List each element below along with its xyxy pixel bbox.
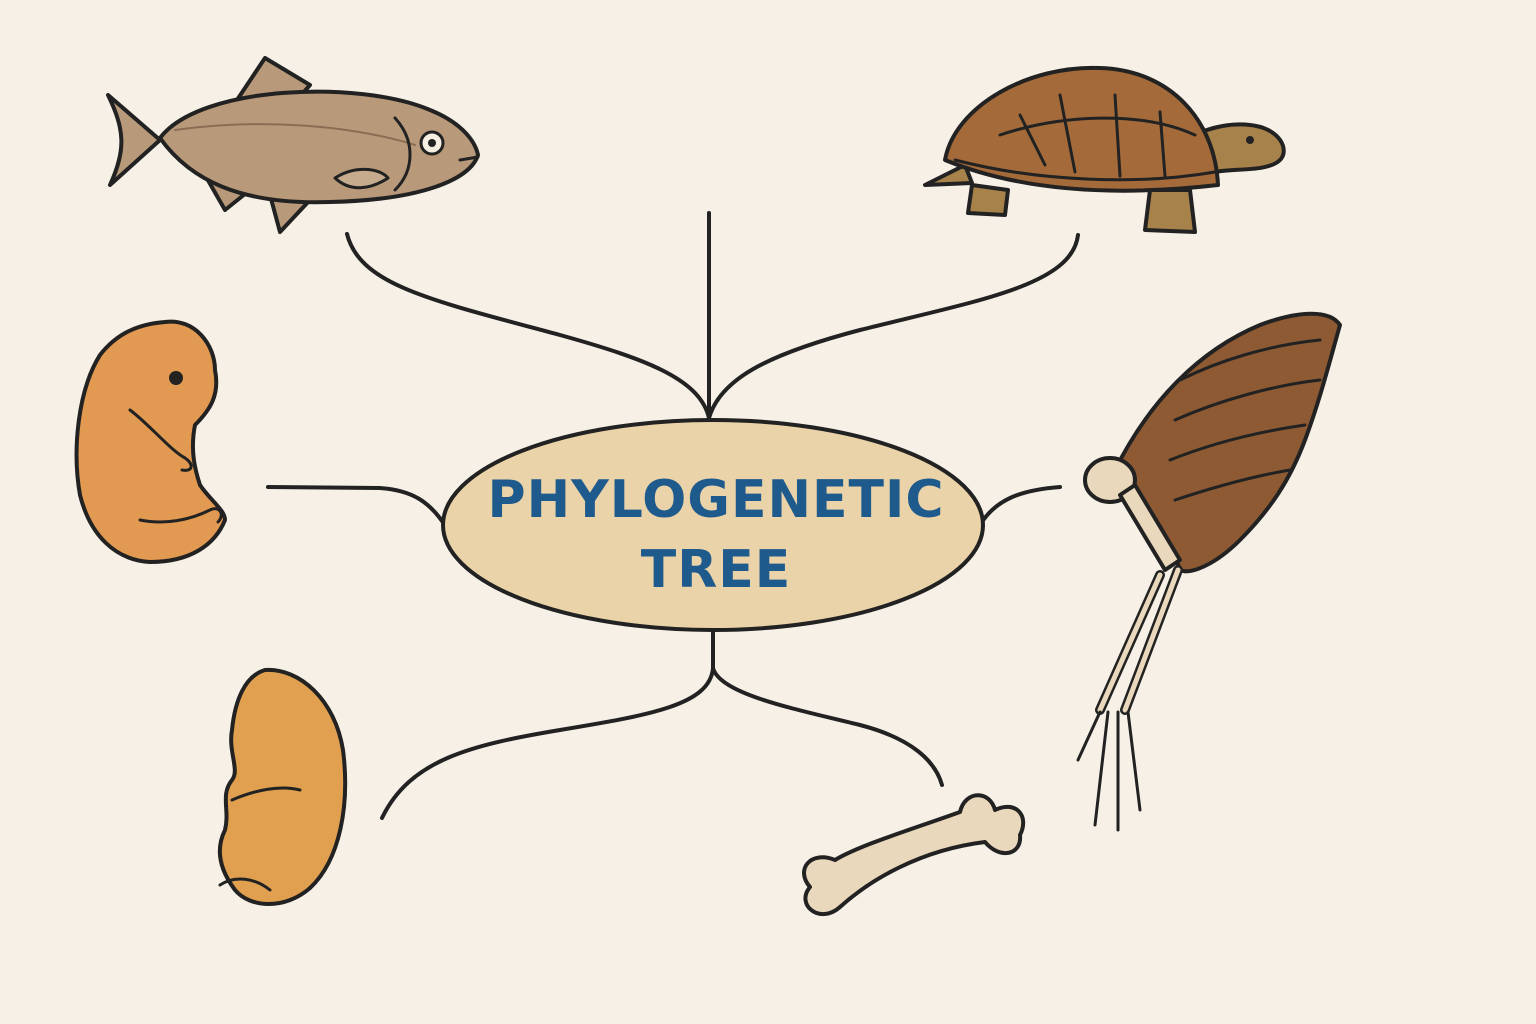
fish-pupil — [428, 139, 436, 147]
branch-embryo-lower — [380, 666, 715, 820]
wing-radius-fill — [1097, 572, 1163, 713]
wing-humerus — [1118, 483, 1182, 572]
turtle-scute-1 — [1018, 113, 1047, 167]
wing-feather-line-2 — [1173, 378, 1322, 422]
fish-pectoral-fin — [333, 167, 390, 190]
fish-stripe — [174, 123, 416, 146]
embryo-upper — [74, 319, 227, 564]
branch-turtle — [707, 233, 1080, 420]
embryo-lower — [217, 667, 348, 906]
title-line-1: PHYLOGENETIC — [488, 470, 945, 530]
embryo-lower-arm — [230, 786, 302, 802]
wing-finger-4 — [1126, 710, 1142, 812]
branch-wing — [978, 485, 1062, 527]
bone-shape — [802, 793, 1026, 917]
wing-feather-line-3 — [1168, 423, 1307, 462]
title-line-2: TREE — [641, 540, 792, 600]
fish-tail — [106, 93, 162, 187]
turtle-eye — [1246, 136, 1254, 144]
branch-bone — [711, 666, 944, 787]
turtle-shell — [943, 65, 1220, 193]
embryo-lower-leg — [218, 877, 272, 892]
branch-lines — [266, 211, 1080, 820]
fish-icon — [106, 56, 480, 234]
wing-feather-line-1 — [1178, 338, 1322, 382]
embryo-upper-arm — [128, 408, 193, 472]
wing-finger-1 — [1076, 710, 1102, 762]
fish-mouth — [458, 155, 480, 162]
wing-skeleton-icon — [1076, 311, 1342, 832]
turtle-scute-arc — [998, 116, 1197, 137]
wing-ulna-fill — [1122, 567, 1181, 713]
fish-gill — [393, 116, 412, 192]
turtle-icon — [923, 65, 1286, 234]
embryo-upper-leg — [138, 507, 223, 524]
center-node: PHYLOGENETIC TREE — [441, 418, 985, 632]
turtle-front-leg — [1143, 188, 1197, 234]
bone-icon — [802, 793, 1026, 917]
fish-body — [158, 89, 480, 205]
embryo-upper-body — [74, 319, 227, 564]
wing-feather-line-4 — [1173, 468, 1292, 502]
center-ellipse — [441, 418, 985, 632]
turtle-tail — [923, 163, 974, 187]
turtle-shell-rim — [953, 158, 1217, 182]
branch-fish — [345, 232, 711, 420]
turtle-back-leg — [966, 183, 1010, 217]
wing-finger-2 — [1093, 710, 1110, 827]
turtle-scute-2 — [1058, 93, 1077, 174]
turtle-scute-3 — [1113, 93, 1122, 178]
embryo-upper-eye — [169, 371, 183, 385]
